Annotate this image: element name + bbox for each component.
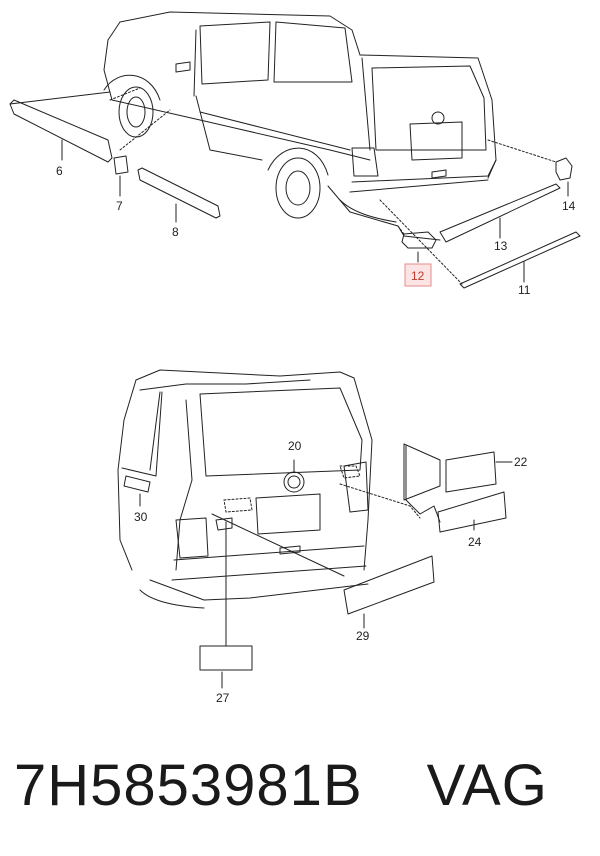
callout-30: 30 (134, 510, 148, 524)
van-top-illustration (103, 11, 497, 241)
callout-12: 12 (411, 269, 425, 283)
part-27-plate (199, 645, 253, 689)
callout-14: 14 (562, 199, 576, 213)
part-8-trim-strip (137, 167, 221, 223)
part-22-24-outline (403, 443, 513, 533)
callout-6: 6 (56, 164, 63, 178)
part-14-corner-cap (487, 139, 573, 197)
parts-diagram: 6 7 8 12 13 14 11 20 22 24 29 30 27 (9, 11, 581, 705)
callout-29: 29 (356, 629, 370, 643)
callout-13: 13 (494, 239, 508, 253)
callout-8: 8 (172, 225, 179, 239)
brand-label: VAG (426, 753, 548, 818)
callout-7: 7 (116, 199, 123, 213)
callout-11: 11 (518, 283, 531, 297)
part-number: 7H5853981B (14, 753, 363, 818)
callout-12-highlight (404, 263, 432, 287)
part-number-line: 7H5853981B VAG (14, 752, 548, 819)
part-6-trim-strip (9, 91, 113, 163)
part-29-plate (343, 555, 435, 629)
part-13-bumper-strip (439, 183, 561, 243)
callout-24: 24 (468, 535, 482, 549)
van-bottom-illustration (117, 369, 421, 647)
callout-22: 22 (514, 455, 528, 469)
part-11-trim-strip (379, 199, 581, 289)
part-7-end-piece (113, 155, 129, 197)
callout-20: 20 (288, 439, 302, 453)
callout-27: 27 (216, 691, 230, 705)
part-12-end-cap (397, 225, 437, 263)
